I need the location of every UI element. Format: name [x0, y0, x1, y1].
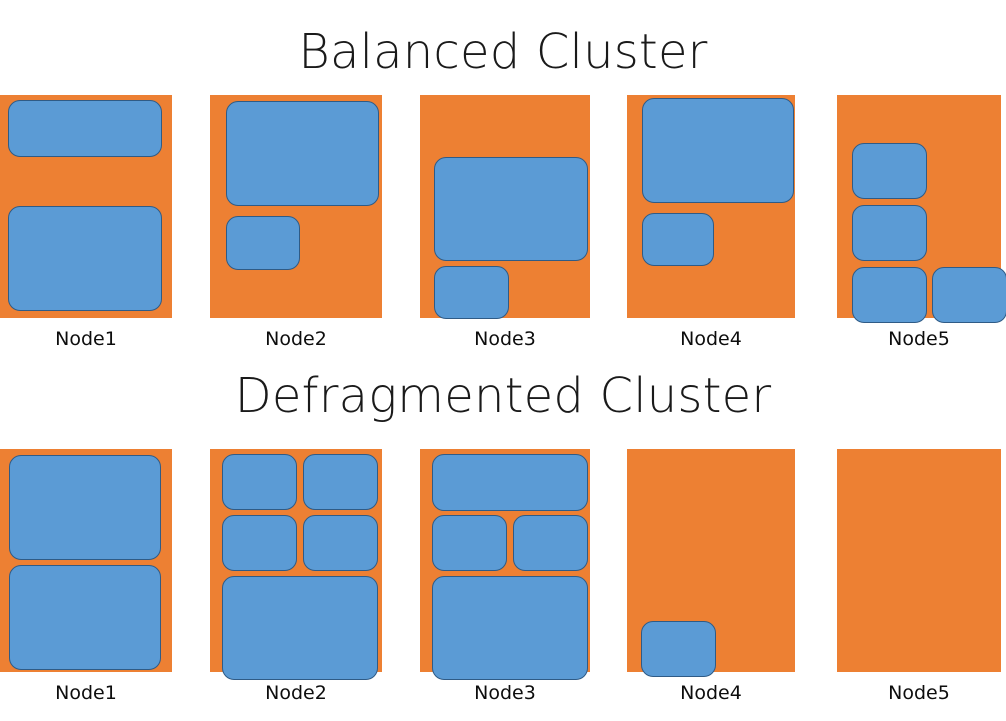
- workload-block[interactable]: [9, 565, 161, 670]
- node-balanced-node4[interactable]: [627, 95, 795, 318]
- node-defragmented-node5[interactable]: [837, 449, 1001, 672]
- workload-block[interactable]: [432, 454, 588, 511]
- workload-block[interactable]: [226, 101, 379, 206]
- workload-block[interactable]: [9, 455, 161, 560]
- node-label: Node5: [888, 328, 950, 350]
- workload-block[interactable]: [852, 205, 927, 261]
- node-defragmented-node2[interactable]: [210, 449, 382, 680]
- node-balanced-node5[interactable]: [837, 95, 1006, 323]
- workload-block[interactable]: [434, 157, 588, 261]
- workload-block[interactable]: [222, 576, 378, 680]
- workload-block[interactable]: [222, 454, 297, 510]
- node-label: Node3: [474, 682, 536, 704]
- workload-block[interactable]: [303, 454, 378, 510]
- node-defragmented-node1[interactable]: [0, 449, 172, 672]
- workload-block[interactable]: [641, 621, 716, 677]
- workload-block[interactable]: [432, 515, 507, 571]
- workload-block[interactable]: [8, 206, 162, 311]
- node-label: Node3: [474, 328, 536, 350]
- balanced-cluster-title: Balanced Cluster: [298, 24, 708, 80]
- node-balanced-node3[interactable]: [420, 95, 590, 319]
- workload-block[interactable]: [852, 143, 927, 199]
- workload-block[interactable]: [303, 515, 378, 571]
- workload-block[interactable]: [642, 98, 794, 203]
- node-label: Node2: [265, 682, 327, 704]
- workload-block[interactable]: [513, 515, 588, 571]
- defragmented-cluster-title: Defragmented Cluster: [234, 368, 772, 424]
- node-label: Node1: [55, 328, 117, 350]
- node-capacity-panel: [837, 449, 1001, 672]
- node-balanced-node1[interactable]: [0, 95, 172, 318]
- node-label: Node1: [55, 682, 117, 704]
- workload-block[interactable]: [432, 576, 588, 680]
- workload-block[interactable]: [642, 213, 714, 266]
- node-defragmented-node4[interactable]: [627, 449, 795, 677]
- node-label: Node2: [265, 328, 327, 350]
- node-balanced-node2[interactable]: [210, 95, 382, 318]
- node-label: Node5: [888, 682, 950, 704]
- node-defragmented-node3[interactable]: [420, 449, 590, 680]
- node-label: Node4: [680, 328, 742, 350]
- workload-block[interactable]: [222, 515, 297, 571]
- node-label: Node4: [680, 682, 742, 704]
- workload-block[interactable]: [932, 267, 1006, 323]
- workload-block[interactable]: [852, 267, 927, 323]
- workload-block[interactable]: [226, 216, 300, 270]
- workload-block[interactable]: [434, 266, 509, 319]
- workload-block[interactable]: [8, 100, 162, 157]
